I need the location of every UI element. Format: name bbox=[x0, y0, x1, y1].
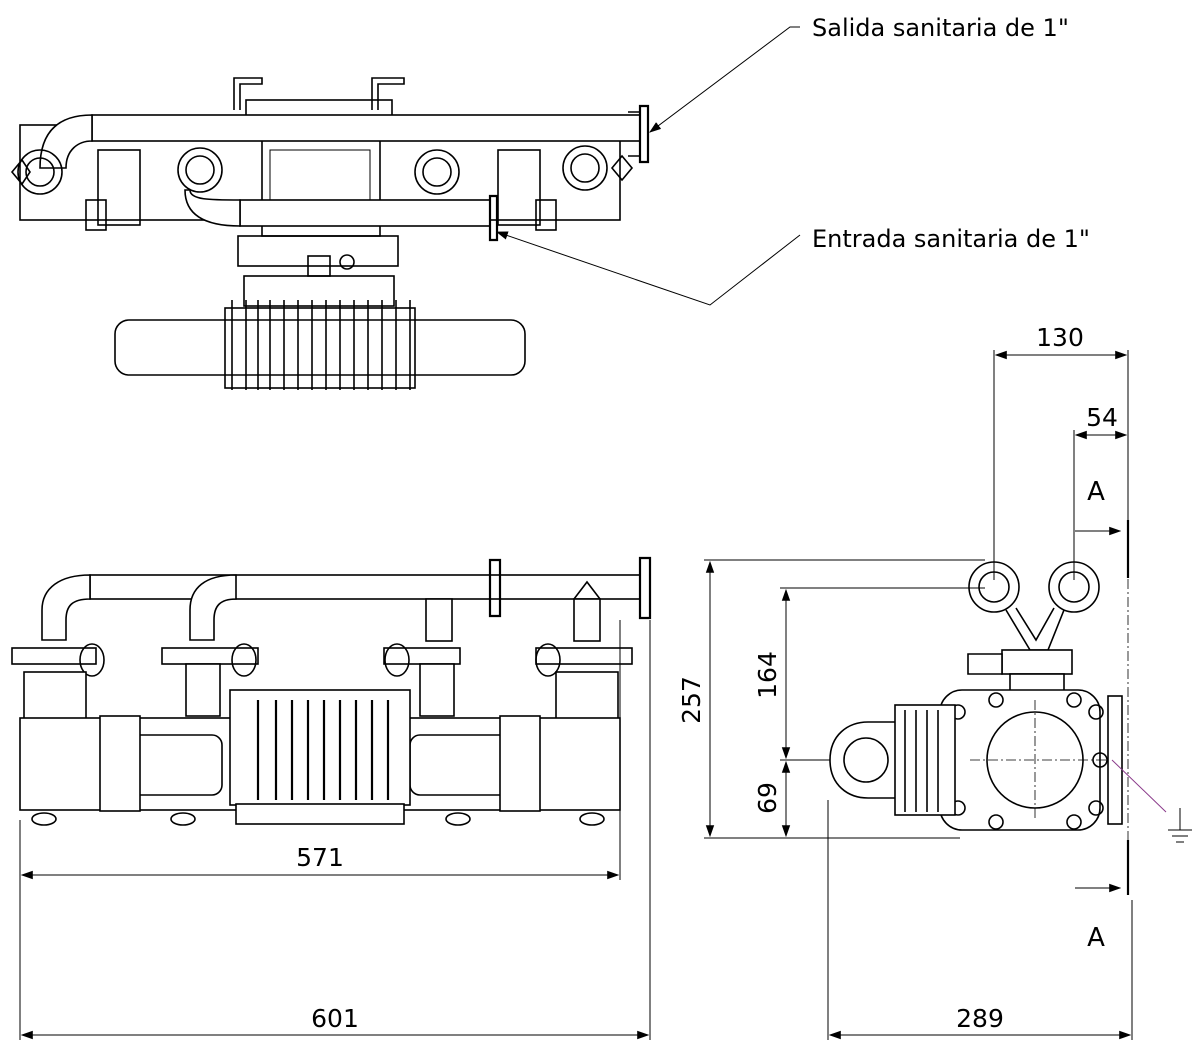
section-label-bottom: A bbox=[1087, 923, 1105, 953]
dim-54: 54 bbox=[1086, 403, 1118, 432]
dim-571: 571 bbox=[296, 843, 344, 872]
side-view bbox=[829, 520, 1192, 895]
section-label-top: A bbox=[1087, 477, 1105, 507]
dim-69: 69 bbox=[753, 782, 782, 814]
outlet-callout-label: Salida sanitaria de 1" bbox=[812, 14, 1069, 42]
dim-164: 164 bbox=[753, 651, 782, 699]
dim-601: 601 bbox=[311, 1004, 359, 1033]
front-view bbox=[11, 556, 652, 826]
dim-257: 257 bbox=[677, 676, 706, 724]
dim-130: 130 bbox=[1036, 323, 1084, 352]
dim-289: 289 bbox=[956, 1004, 1004, 1033]
top-view bbox=[10, 26, 801, 390]
inlet-callout-label: Entrada sanitaria de 1" bbox=[812, 225, 1090, 253]
